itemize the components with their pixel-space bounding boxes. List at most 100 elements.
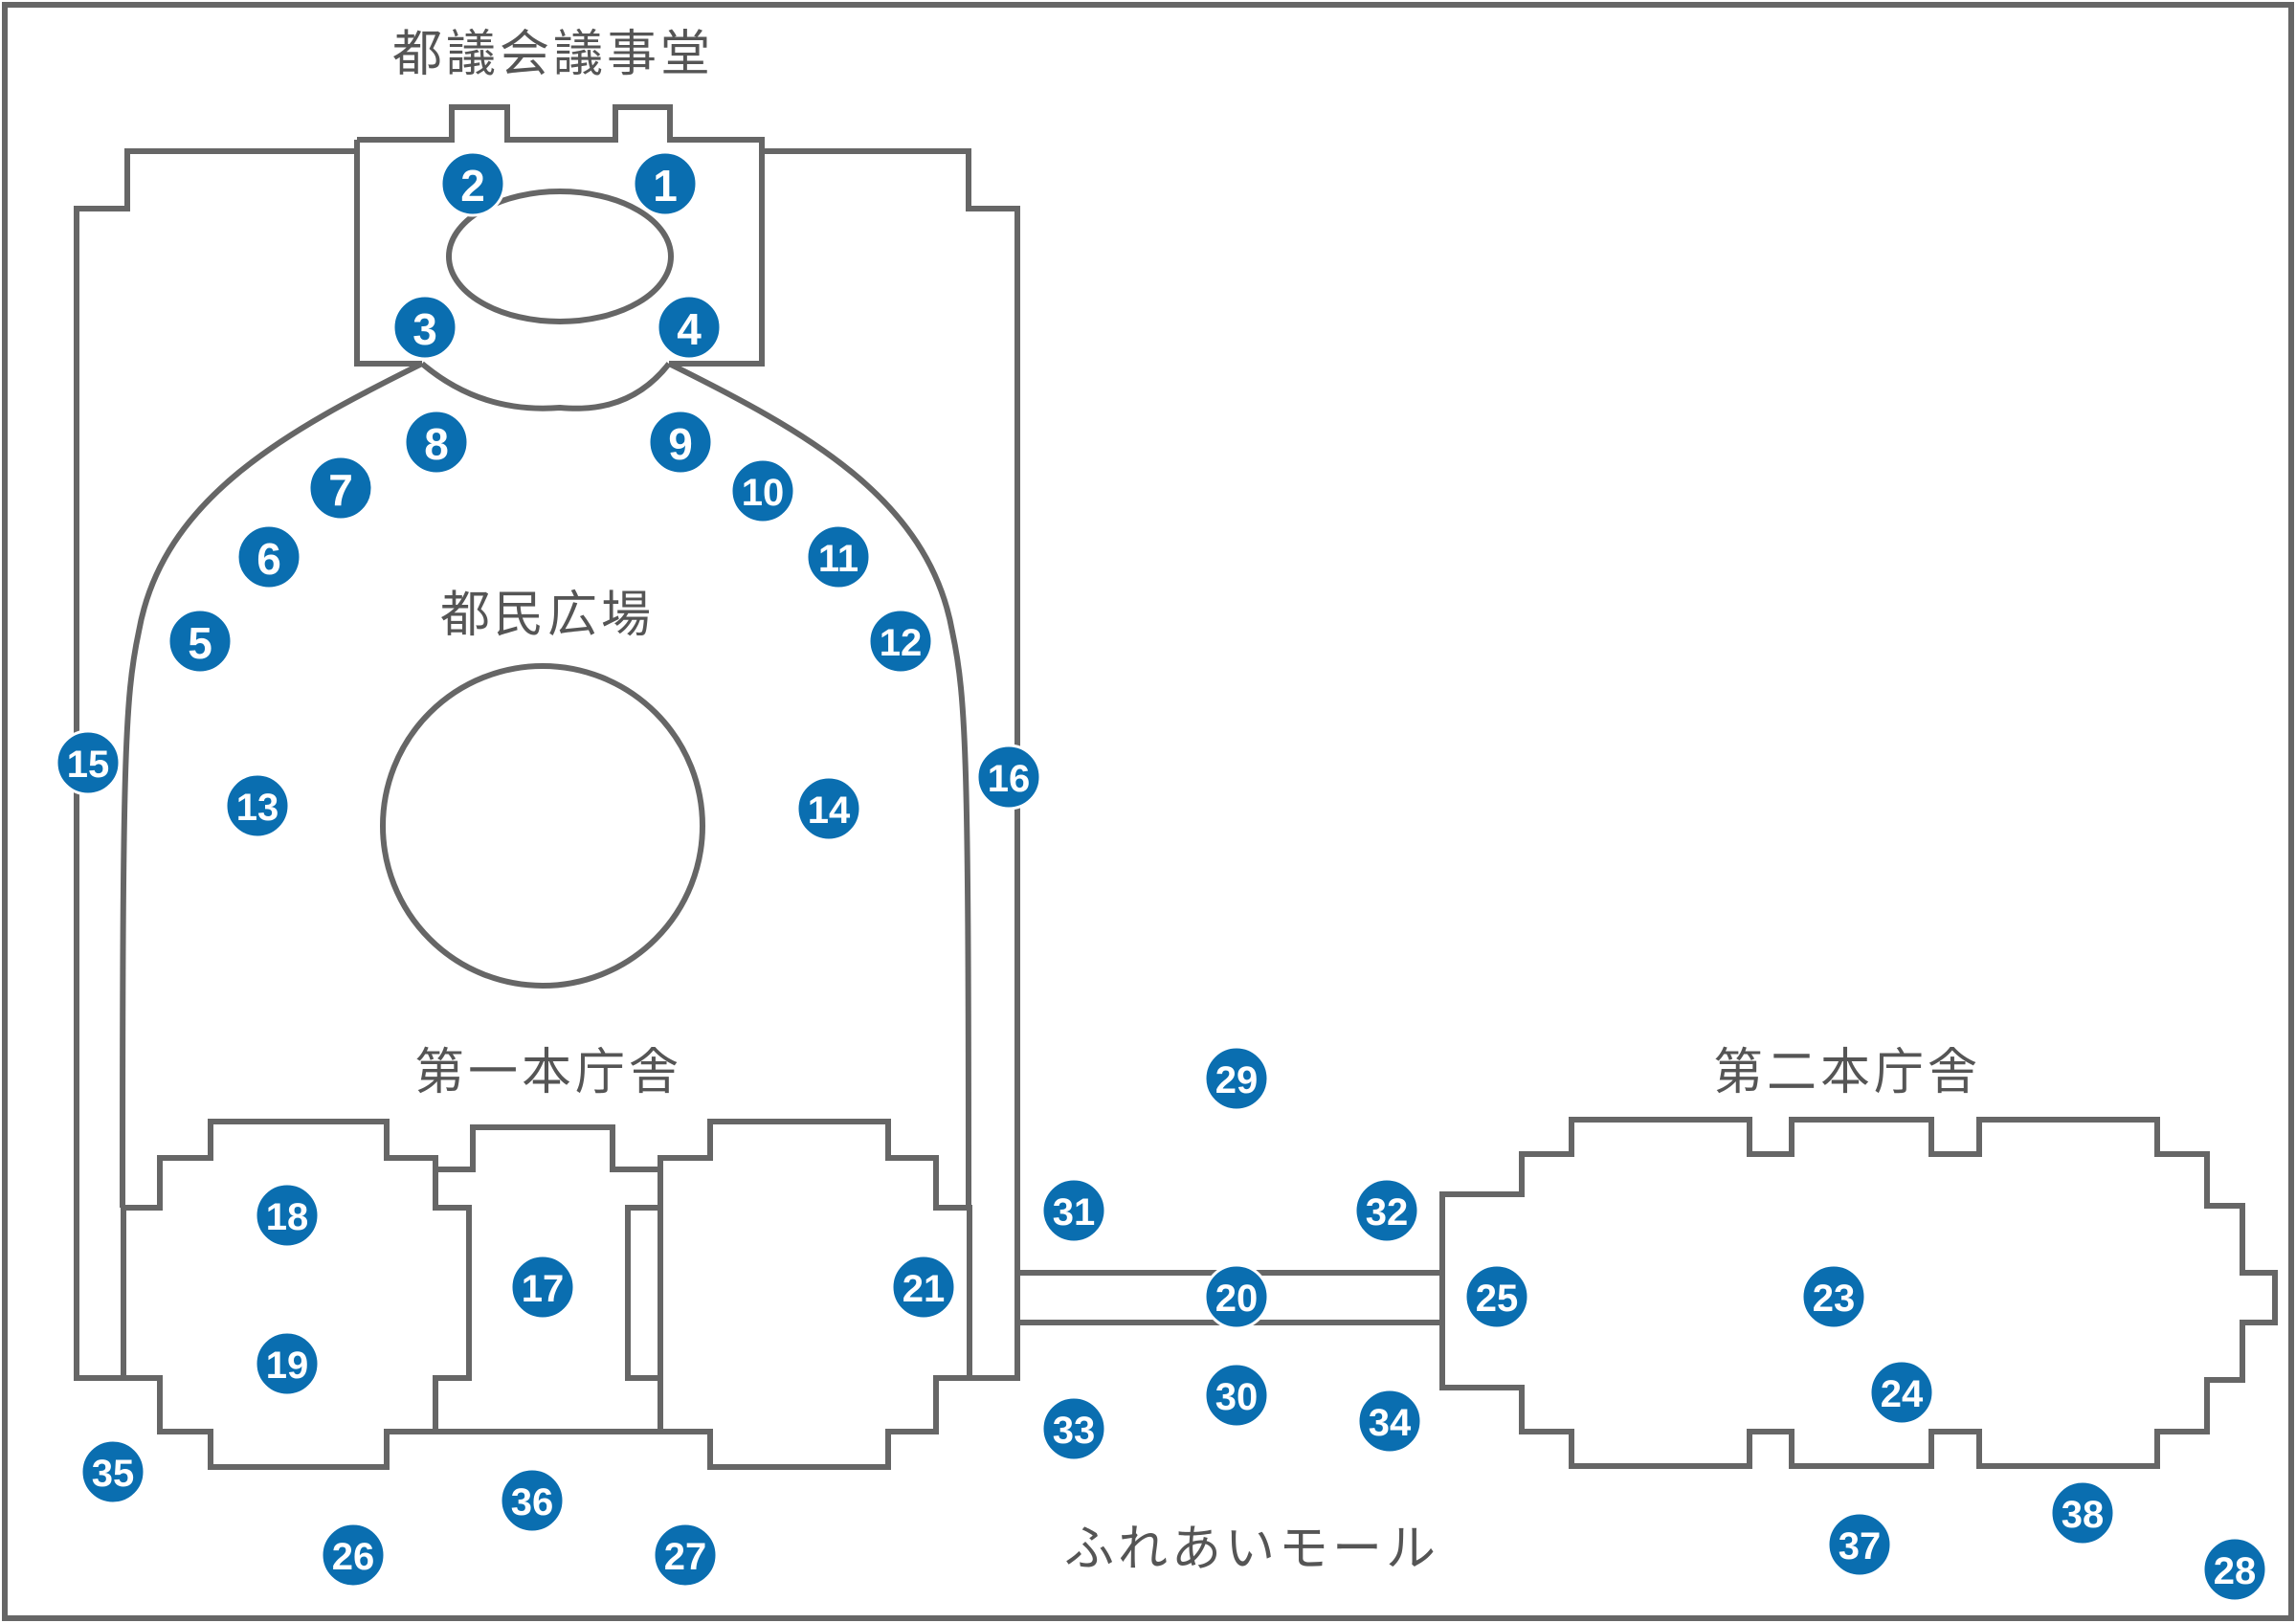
location-marker-30[interactable]: 30 bbox=[1203, 1362, 1270, 1429]
plaza-top-curve bbox=[420, 361, 672, 411]
label-assembly: 都議会議事堂 bbox=[392, 27, 714, 82]
marker-number: 19 bbox=[266, 1345, 309, 1387]
marker-circle bbox=[1800, 1263, 1867, 1330]
location-marker-11[interactable]: 11 bbox=[805, 523, 872, 590]
location-marker-7[interactable]: 7 bbox=[307, 455, 374, 522]
location-marker-24[interactable]: 24 bbox=[1868, 1359, 1935, 1426]
marker-circle bbox=[805, 523, 872, 590]
marker-number: 25 bbox=[1476, 1278, 1519, 1320]
location-marker-18[interactable]: 18 bbox=[254, 1182, 321, 1249]
marker-number: 13 bbox=[236, 787, 279, 829]
building2 bbox=[1439, 1117, 2278, 1469]
location-marker-3[interactable]: 3 bbox=[391, 294, 458, 361]
location-marker-8[interactable]: 8 bbox=[403, 409, 470, 476]
marker-number: 8 bbox=[424, 419, 449, 469]
marker-number: 14 bbox=[808, 789, 851, 832]
location-marker-19[interactable]: 19 bbox=[254, 1330, 321, 1397]
marker-circle bbox=[320, 1522, 387, 1589]
marker-number: 4 bbox=[677, 304, 702, 354]
location-marker-9[interactable]: 9 bbox=[647, 409, 714, 476]
marker-circle bbox=[509, 1254, 576, 1321]
location-marker-2[interactable]: 2 bbox=[439, 150, 506, 217]
building1-left-block bbox=[121, 1119, 472, 1470]
marker-circle bbox=[1203, 1263, 1270, 1330]
location-marker-17[interactable]: 17 bbox=[509, 1254, 576, 1321]
location-marker-34[interactable]: 34 bbox=[1356, 1388, 1423, 1455]
location-marker-12[interactable]: 12 bbox=[867, 608, 934, 675]
plaza-boundary bbox=[120, 361, 424, 1209]
marker-circle bbox=[1040, 1177, 1107, 1244]
marker-number: 9 bbox=[668, 419, 693, 469]
marker-number: 38 bbox=[2062, 1494, 2105, 1536]
marker-circle bbox=[1203, 1045, 1270, 1112]
location-marker-20[interactable]: 20 bbox=[1203, 1263, 1270, 1330]
assembly-wing-outline-right bbox=[762, 148, 1020, 1381]
marker-circle bbox=[867, 608, 934, 675]
marker-circle bbox=[632, 150, 699, 217]
marker-circle bbox=[1868, 1359, 1935, 1426]
assembly-chamber bbox=[446, 189, 674, 324]
marker-number: 23 bbox=[1813, 1278, 1856, 1320]
marker-circle bbox=[55, 729, 122, 796]
location-marker-5[interactable]: 5 bbox=[167, 608, 234, 675]
location-marker-4[interactable]: 4 bbox=[656, 294, 723, 361]
marker-circle bbox=[439, 150, 506, 217]
marker-circle bbox=[254, 1330, 321, 1397]
marker-number: 30 bbox=[1215, 1376, 1259, 1418]
marker-number: 11 bbox=[818, 538, 858, 580]
location-marker-26[interactable]: 26 bbox=[320, 1522, 387, 1589]
label-building1: 第一本庁舎 bbox=[414, 1045, 682, 1101]
marker-circle bbox=[403, 409, 470, 476]
marker-number: 32 bbox=[1366, 1191, 1409, 1234]
marker-number: 17 bbox=[522, 1268, 565, 1310]
marker-circle bbox=[890, 1254, 957, 1321]
marker-number: 20 bbox=[1215, 1278, 1259, 1320]
marker-circle bbox=[652, 1522, 719, 1589]
marker-circle bbox=[729, 457, 796, 524]
building1-right-block bbox=[625, 1119, 972, 1470]
location-marker-14[interactable]: 14 bbox=[795, 775, 862, 842]
location-marker-37[interactable]: 37 bbox=[1826, 1511, 1893, 1578]
marker-circle bbox=[1203, 1362, 1270, 1429]
location-marker-32[interactable]: 32 bbox=[1353, 1177, 1420, 1244]
location-marker-15[interactable]: 15 bbox=[55, 729, 122, 796]
assembly-wing-outline bbox=[74, 148, 357, 1381]
location-marker-6[interactable]: 6 bbox=[235, 523, 302, 590]
location-marker-29[interactable]: 29 bbox=[1203, 1045, 1270, 1112]
location-marker-36[interactable]: 36 bbox=[499, 1467, 566, 1534]
location-marker-35[interactable]: 35 bbox=[79, 1438, 146, 1505]
marker-number: 34 bbox=[1369, 1402, 1412, 1444]
location-marker-1[interactable]: 1 bbox=[632, 150, 699, 217]
marker-circle bbox=[79, 1438, 146, 1505]
location-marker-33[interactable]: 33 bbox=[1040, 1395, 1107, 1462]
label-plaza: 都民広場 bbox=[440, 588, 655, 643]
marker-number: 16 bbox=[988, 758, 1031, 800]
location-marker-21[interactable]: 21 bbox=[890, 1254, 957, 1321]
marker-number: 24 bbox=[1881, 1373, 1924, 1415]
location-marker-13[interactable]: 13 bbox=[224, 772, 291, 839]
location-marker-28[interactable]: 28 bbox=[2201, 1536, 2268, 1603]
marker-circle bbox=[647, 409, 714, 476]
location-marker-25[interactable]: 25 bbox=[1463, 1263, 1530, 1330]
marker-number: 2 bbox=[460, 161, 485, 211]
plaza-circle bbox=[380, 663, 705, 989]
marker-circle bbox=[1463, 1263, 1530, 1330]
location-marker-38[interactable]: 38 bbox=[2049, 1479, 2116, 1546]
marker-number: 12 bbox=[880, 622, 923, 664]
marker-number: 18 bbox=[266, 1196, 309, 1238]
marker-circle bbox=[975, 744, 1042, 811]
location-marker-23[interactable]: 23 bbox=[1800, 1263, 1867, 1330]
marker-circle bbox=[391, 294, 458, 361]
location-marker-16[interactable]: 16 bbox=[975, 744, 1042, 811]
marker-number: 15 bbox=[67, 744, 110, 786]
location-marker-27[interactable]: 27 bbox=[652, 1522, 719, 1589]
marker-circle bbox=[1040, 1395, 1107, 1462]
marker-circle bbox=[224, 772, 291, 839]
label-mall: ふれあいモール bbox=[1064, 1522, 1439, 1577]
label-building2: 第二本庁舎 bbox=[1713, 1045, 1981, 1101]
location-marker-10[interactable]: 10 bbox=[729, 457, 796, 524]
marker-number: 3 bbox=[412, 304, 437, 354]
marker-number: 37 bbox=[1839, 1525, 1882, 1567]
location-marker-31[interactable]: 31 bbox=[1040, 1177, 1107, 1244]
